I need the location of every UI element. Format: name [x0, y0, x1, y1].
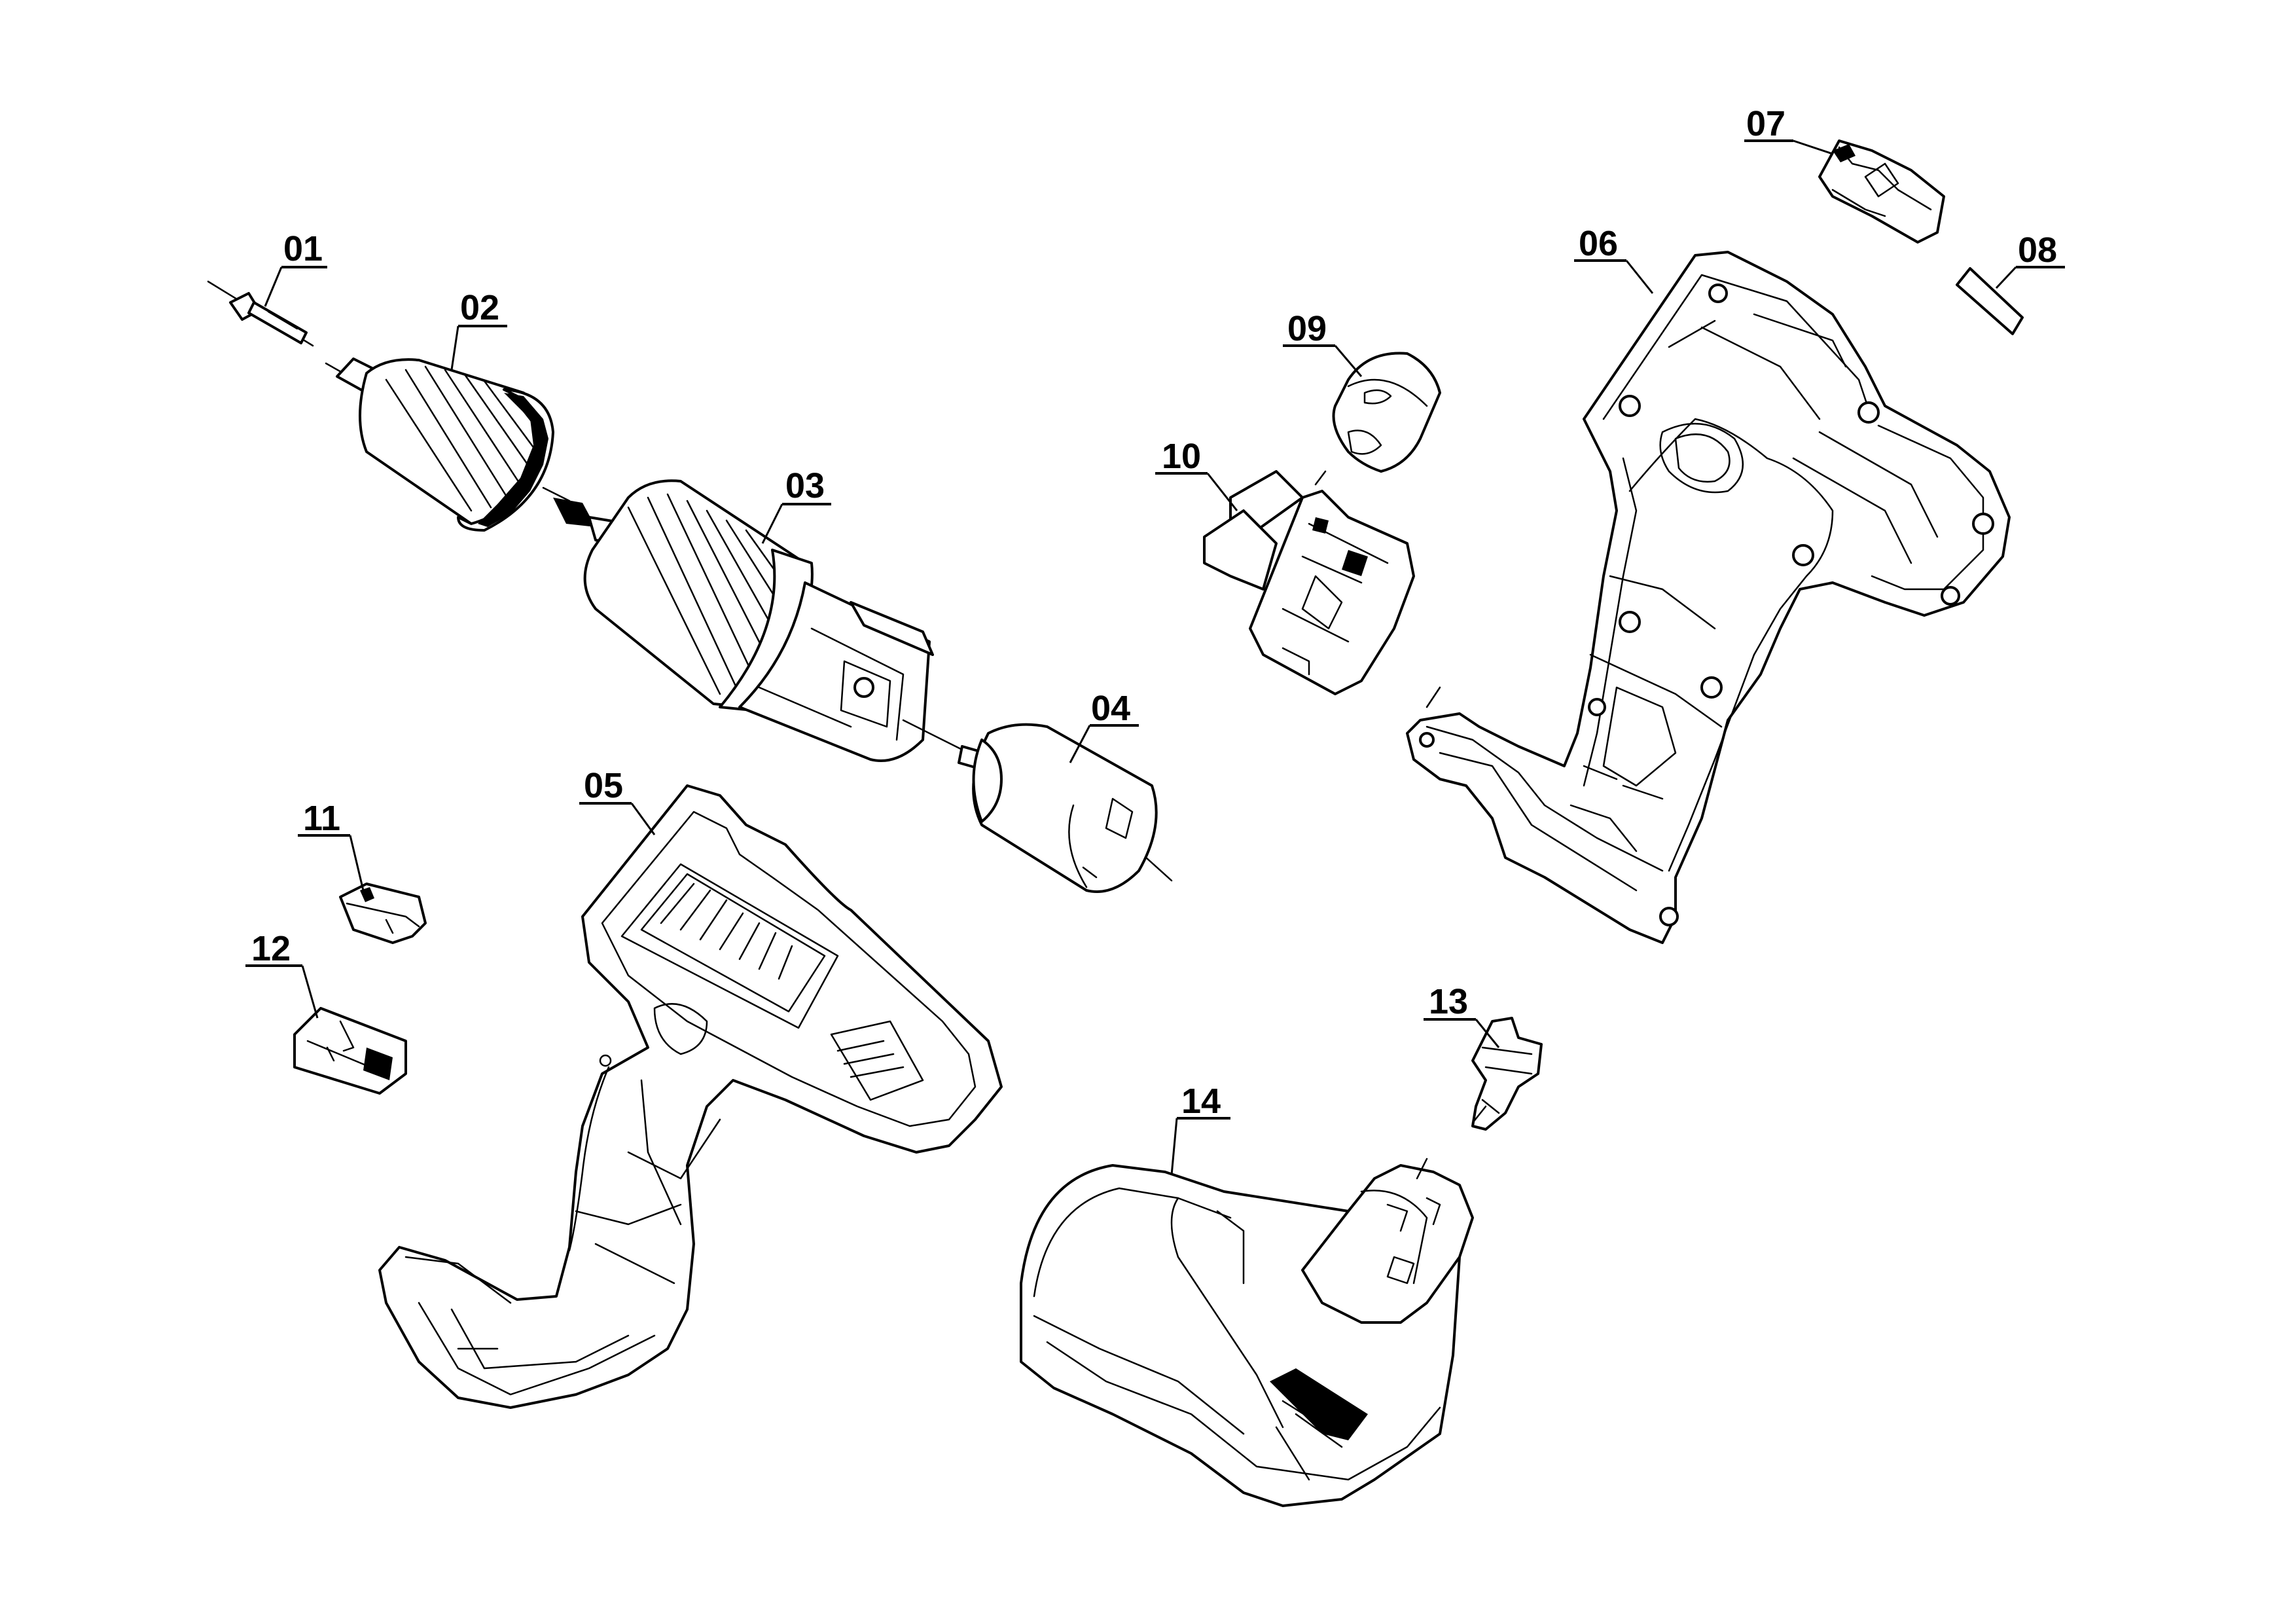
label-12: 12: [251, 929, 291, 968]
label-02: 02: [460, 288, 499, 327]
label-14: 14: [1181, 1082, 1221, 1121]
part-02-chuck: [325, 357, 554, 532]
part-11-direction-slider: [339, 883, 427, 944]
part-03-gearbox: [542, 479, 934, 762]
callout-10: 10: [1155, 437, 1238, 511]
callout-07: 07: [1744, 104, 1833, 155]
part-10-switch: [1203, 470, 1415, 695]
callout-13: 13: [1424, 982, 1500, 1048]
label-09: 09: [1287, 309, 1327, 348]
label-13: 13: [1429, 982, 1468, 1021]
callout-09: 09: [1283, 309, 1363, 377]
label-07: 07: [1746, 104, 1785, 143]
label-03: 03: [785, 466, 825, 505]
label-04: 04: [1091, 689, 1130, 728]
callout-02: 02: [450, 288, 507, 371]
label-08: 08: [2018, 230, 2057, 270]
callout-14: 14: [1170, 1082, 1230, 1176]
label-11: 11: [303, 799, 340, 838]
part-13-terminal-connector: [1471, 1017, 1543, 1131]
part-01-bit: [207, 280, 314, 347]
part-08-label-plate: [1956, 267, 2024, 335]
label-10: 10: [1162, 437, 1201, 476]
label-05: 05: [584, 766, 623, 805]
callout-08: 08: [1995, 230, 2065, 289]
part-12-switch-module: [293, 1007, 407, 1095]
callout-04: 04: [1069, 689, 1139, 763]
label-01: 01: [283, 229, 323, 268]
callout-12: 12: [245, 929, 319, 1019]
part-09-direction-knob: [1332, 352, 1441, 473]
callout-06: 06: [1574, 224, 1654, 294]
part-05-housing-left: [378, 784, 1003, 1409]
callout-03: 03: [761, 466, 831, 544]
part-06-housing-right: [1406, 251, 2011, 944]
callout-11: 11: [298, 799, 365, 891]
part-04-motor: [902, 719, 1173, 893]
part-14-battery-pack: [1020, 1158, 1474, 1507]
callout-05: 05: [579, 766, 656, 835]
part-07-battery-contact: [1818, 139, 1945, 244]
label-06: 06: [1579, 224, 1618, 263]
callout-01: 01: [264, 229, 327, 307]
